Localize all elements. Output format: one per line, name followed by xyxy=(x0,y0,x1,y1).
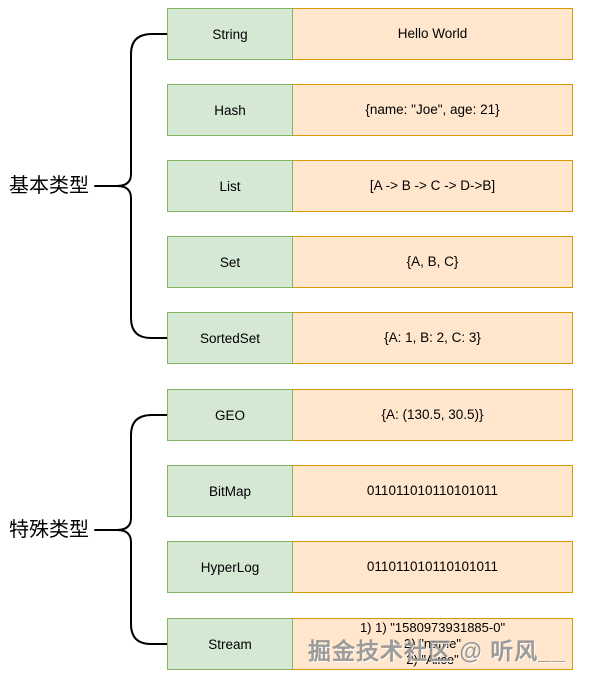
value-cell-list: [A -> B -> C -> D->B] xyxy=(293,160,573,212)
type-cell-string: String xyxy=(167,8,293,60)
stream-value-line-2: 2) "name" xyxy=(404,636,461,651)
type-cell-sortedset: SortedSet xyxy=(167,312,293,364)
value-cell-bitmap: 011011010110101011 xyxy=(293,465,573,517)
value-cell-geo: {A: (130.5, 30.5)} xyxy=(293,389,573,441)
stream-value-line-3: 2) "Alice" xyxy=(406,652,459,667)
watermark-text: 掘金技术社区 @ 听风__ xyxy=(308,638,566,664)
row-set: Set {A, B, C} xyxy=(167,236,573,288)
group-label-special: 特殊类型 xyxy=(9,519,89,541)
stream-value-line-1: 1) 1) "1580973931885-0" xyxy=(359,620,506,635)
value-cell-stream: 1) 1) "1580973931885-0" 2) "name" 2) "Al… xyxy=(293,618,573,670)
row-stream: Stream 1) 1) "1580973931885-0" 2) "name"… xyxy=(167,618,573,670)
value-cell-string: Hello World xyxy=(293,8,573,60)
row-string: String Hello World xyxy=(167,8,573,60)
value-cell-sortedset: {A: 1, B: 2, C: 3} xyxy=(293,312,573,364)
value-cell-hash: {name: "Joe", age: 21} xyxy=(293,84,573,136)
row-list: List [A -> B -> C -> D->B] xyxy=(167,160,573,212)
value-cell-hyperlog: 011011010110101011 xyxy=(293,541,573,593)
type-cell-geo: GEO xyxy=(167,389,293,441)
type-cell-set: Set xyxy=(167,236,293,288)
type-cell-hash: Hash xyxy=(167,84,293,136)
basic-group-brace xyxy=(116,33,168,339)
special-group-brace xyxy=(116,414,168,645)
row-geo: GEO {A: (130.5, 30.5)} xyxy=(167,389,573,441)
type-cell-bitmap: BitMap xyxy=(167,465,293,517)
type-cell-hyperlog: HyperLog xyxy=(167,541,293,593)
row-hash: Hash {name: "Joe", age: 21} xyxy=(167,84,573,136)
value-cell-set: {A, B, C} xyxy=(293,236,573,288)
group-label-basic: 基本类型 xyxy=(9,175,89,197)
row-bitmap: BitMap 011011010110101011 xyxy=(167,465,573,517)
row-sortedset: SortedSet {A: 1, B: 2, C: 3} xyxy=(167,312,573,364)
type-cell-stream: Stream xyxy=(167,618,293,670)
row-hyperlog: HyperLog 011011010110101011 xyxy=(167,541,573,593)
type-cell-list: List xyxy=(167,160,293,212)
